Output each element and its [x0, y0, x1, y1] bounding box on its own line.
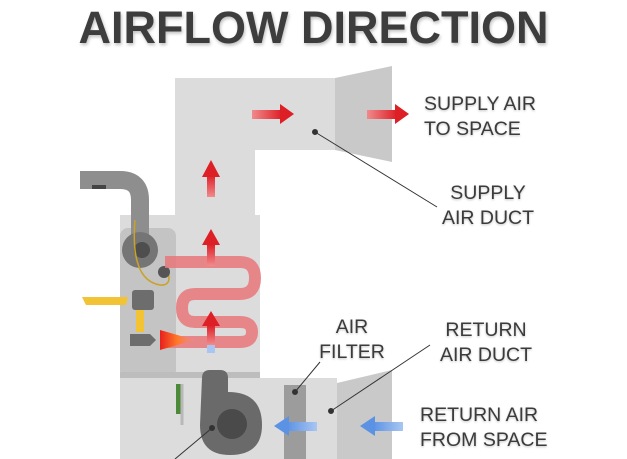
diagram-title: AIRFLOW DIRECTION — [78, 2, 549, 53]
label-supply-air-duct: SUPPLY AIR DUCT — [436, 181, 540, 231]
label-line: FROM SPACE — [420, 429, 548, 451]
pressure-tube — [133, 219, 170, 286]
label-line: AIR DUCT — [439, 344, 533, 366]
label-line: RETURN AIR — [420, 404, 539, 426]
label-return-air-from-space: RETURN AIR FROM SPACE — [420, 403, 547, 453]
label-return-air-duct: RETURN AIR DUCT — [434, 318, 538, 368]
supply-airflow-arrows — [202, 104, 409, 345]
burner — [130, 334, 156, 346]
return-duct-inlet — [337, 370, 392, 459]
arrow-up-icon — [202, 311, 220, 345]
arrow-left-icon — [274, 416, 317, 436]
return-airflow-arrows — [274, 416, 403, 436]
combustion-air-inlet — [207, 345, 215, 353]
flue-arrow-icon — [92, 185, 106, 189]
pressure-switch — [158, 266, 170, 278]
control-board — [176, 384, 182, 414]
arrow-up-icon — [202, 160, 220, 197]
heat-exchanger — [165, 256, 262, 348]
arrow-right-icon — [367, 104, 409, 124]
label-supply-air-to-space: SUPPLY AIR TO SPACE — [424, 92, 536, 142]
arrow-up-icon — [202, 229, 220, 266]
label-line: RETURN — [445, 319, 527, 341]
label-line: TO SPACE — [424, 118, 521, 140]
burner-flame — [160, 330, 195, 350]
arrow-left-icon — [360, 416, 403, 436]
flue-pipe — [80, 171, 149, 245]
label-line: AIR DUCT — [441, 207, 535, 229]
label-air-filter: AIR FILTER — [312, 315, 392, 365]
gas-line — [82, 297, 128, 305]
inducer-blower — [122, 232, 158, 268]
label-line: FILTER — [319, 341, 385, 363]
circulation-blower — [200, 370, 262, 455]
label-line: SUPPLY — [450, 182, 526, 204]
label-line: SUPPLY AIR — [424, 93, 537, 115]
arrow-right-icon — [252, 104, 294, 124]
label-line: AIR — [335, 316, 369, 338]
gas-valve — [132, 290, 154, 310]
leader-lines — [174, 129, 438, 459]
supply-duct-outlet — [335, 66, 392, 162]
gas-line-down — [136, 310, 144, 332]
